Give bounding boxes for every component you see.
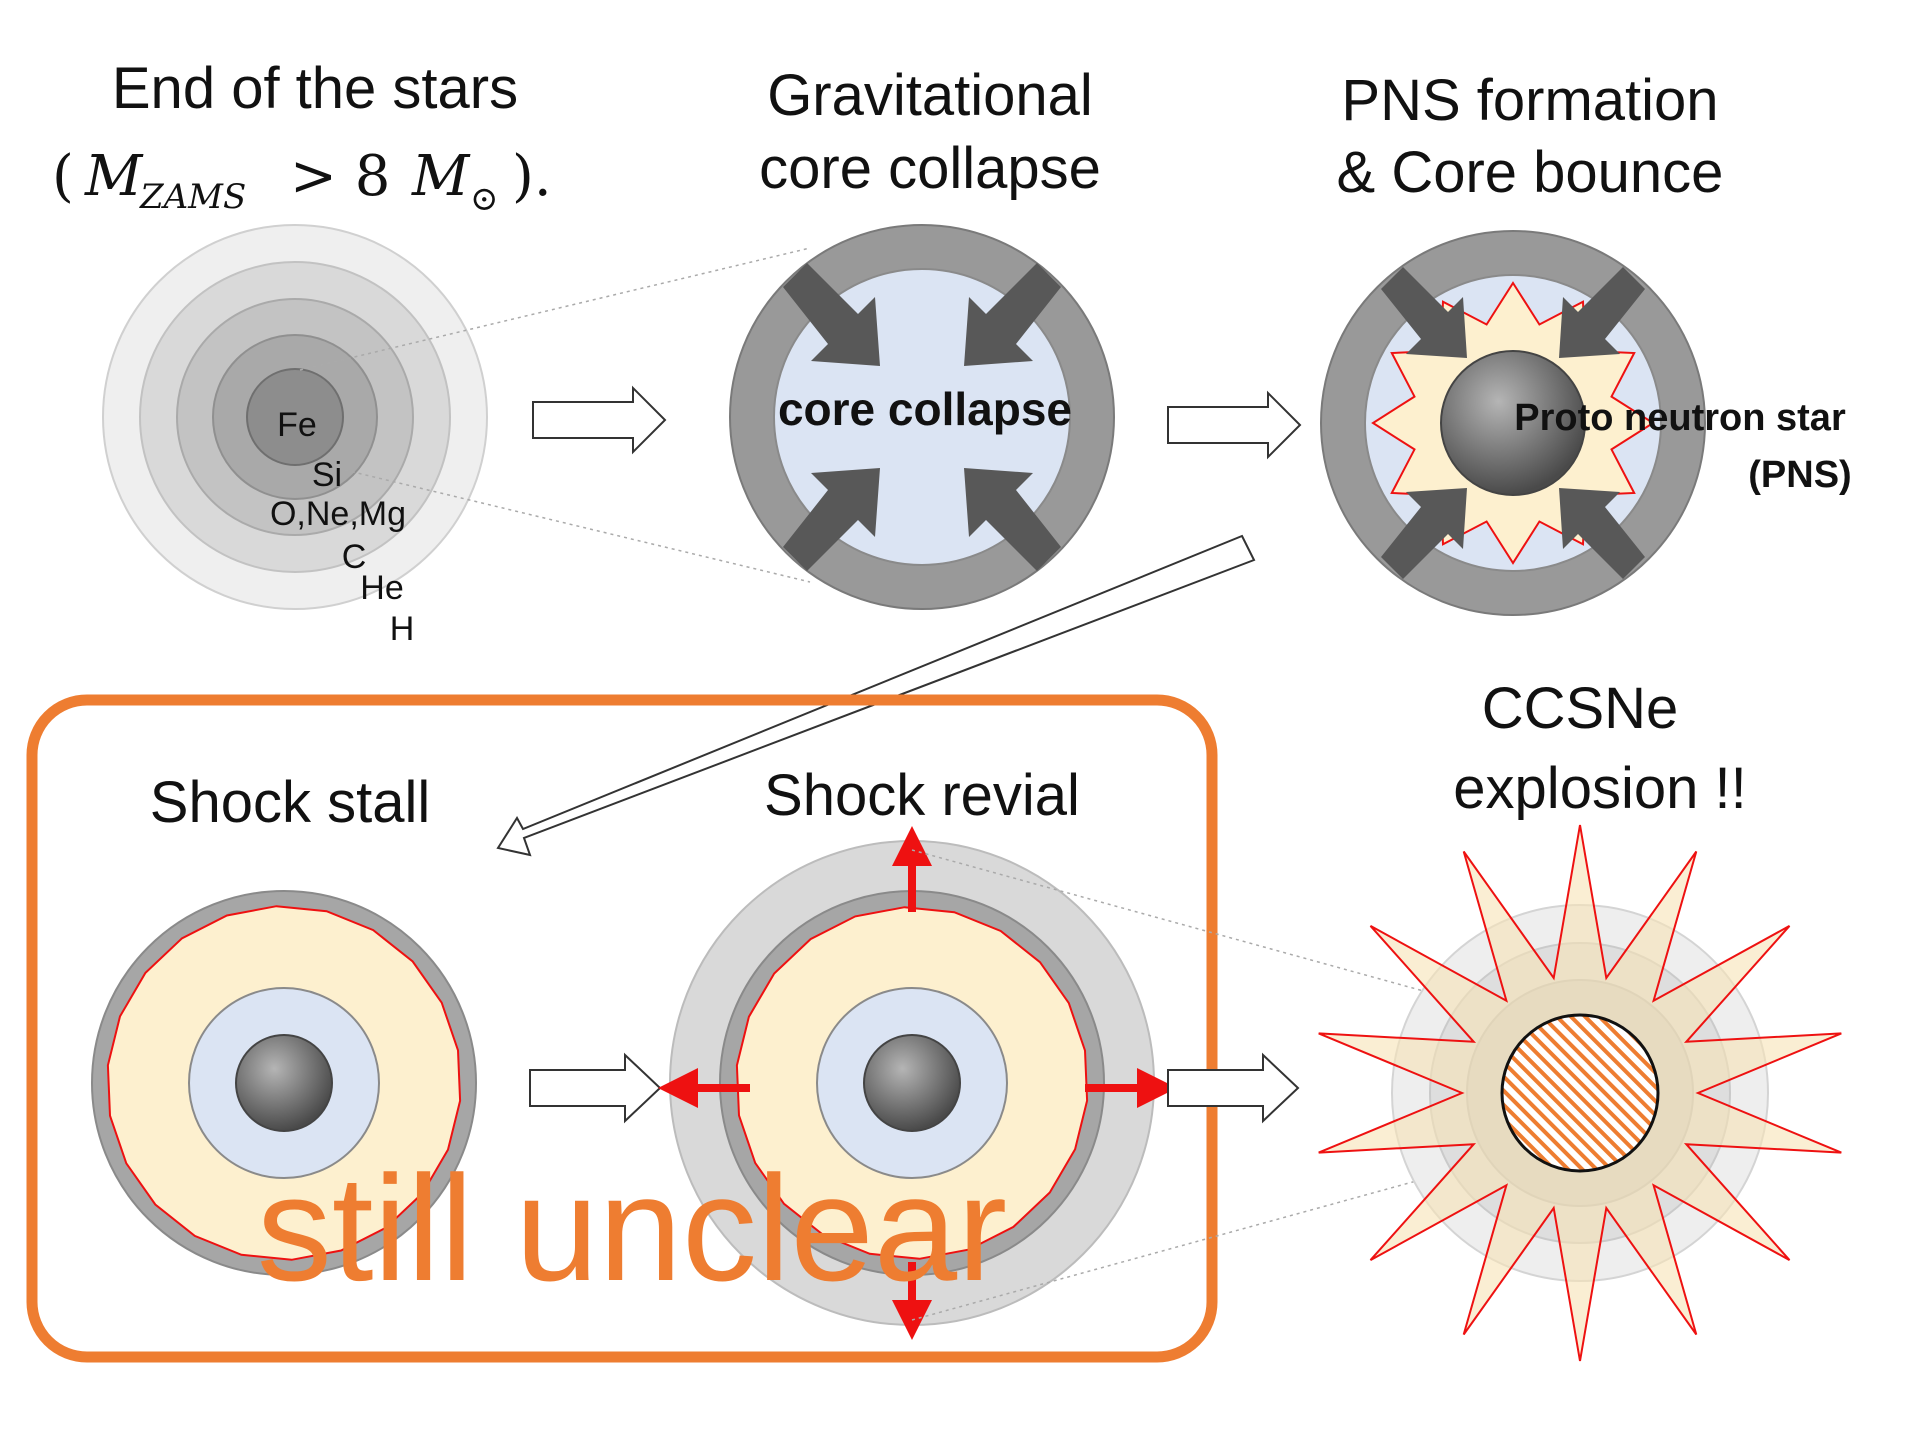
zoom-line-top	[299, 247, 811, 371]
hatched-remnant-core	[1500, 1013, 1660, 1173]
sun-symbol: ⊙	[470, 179, 499, 219]
label-c: C	[342, 538, 367, 576]
core-collapse-figure: core collapse	[729, 224, 1115, 610]
label-he: He	[360, 569, 403, 607]
pns-figure: Proto neutron star (PNS)	[1320, 230, 1852, 616]
mass-condition: ( M ZAMS > 8 M ⊙ ).	[52, 144, 552, 219]
title-core-bounce: & Core bounce	[1337, 140, 1724, 205]
revial-neutron-star	[863, 1034, 961, 1132]
title-end-of-stars: End of the stars	[112, 56, 518, 121]
mass-symbol: M	[84, 144, 144, 209]
shock-revial-figure	[658, 826, 1177, 1340]
label-onemg: O,Ne,Mg	[270, 495, 406, 533]
infall-arrow-icon	[1381, 267, 1645, 579]
zoom-line-bottom-2	[911, 1139, 1566, 1321]
title-explosion: explosion !!	[1453, 756, 1746, 821]
layer-fe	[246, 368, 344, 466]
paren-open: (	[52, 144, 74, 209]
shock-stall-figure	[91, 890, 477, 1276]
title-ccsne: CCSNe	[1482, 676, 1679, 741]
mass-subscript: ZAMS	[139, 177, 246, 217]
label-proto-neutron-star: Proto neutron star	[1514, 397, 1846, 439]
title-pns-formation: PNS formation	[1341, 68, 1718, 133]
sun-mass-symbol: M	[411, 144, 471, 209]
label-still-unclear: still unclear	[257, 1144, 1007, 1312]
flow-arrow-4	[1167, 1052, 1300, 1124]
flow-arrow-3	[529, 1052, 662, 1124]
title-core-collapse: core collapse	[759, 136, 1101, 201]
label-fe: Fe	[277, 406, 317, 444]
unclear-region-box	[26, 694, 1218, 1363]
title-gravitational: Gravitational	[767, 63, 1093, 128]
explosion-figure	[1318, 824, 1842, 1362]
label-pns: (PNS)	[1748, 454, 1851, 496]
proto-neutron-star	[1440, 350, 1586, 496]
zoom-line-bottom	[344, 469, 811, 583]
label-si: Si	[312, 456, 342, 494]
label-core-collapse: core collapse	[778, 383, 1072, 435]
stall-neutron-star	[235, 1034, 333, 1132]
zoom-line-top-2	[911, 849, 1566, 1031]
expansion-arrow-icon	[658, 826, 1177, 1340]
flow-arrow-2	[1167, 390, 1302, 460]
infall-arrow-icon	[783, 263, 1061, 571]
flow-arrow-1	[532, 385, 667, 455]
onion-star: Fe Si O,Ne,Mg C He H	[102, 224, 488, 648]
title-shock-revial: Shock revial	[764, 763, 1080, 828]
paren-close: ).	[512, 144, 552, 209]
title-shock-stall: Shock stall	[150, 770, 430, 835]
label-h: H	[390, 610, 415, 648]
mass-inequality: > 8	[290, 144, 390, 209]
